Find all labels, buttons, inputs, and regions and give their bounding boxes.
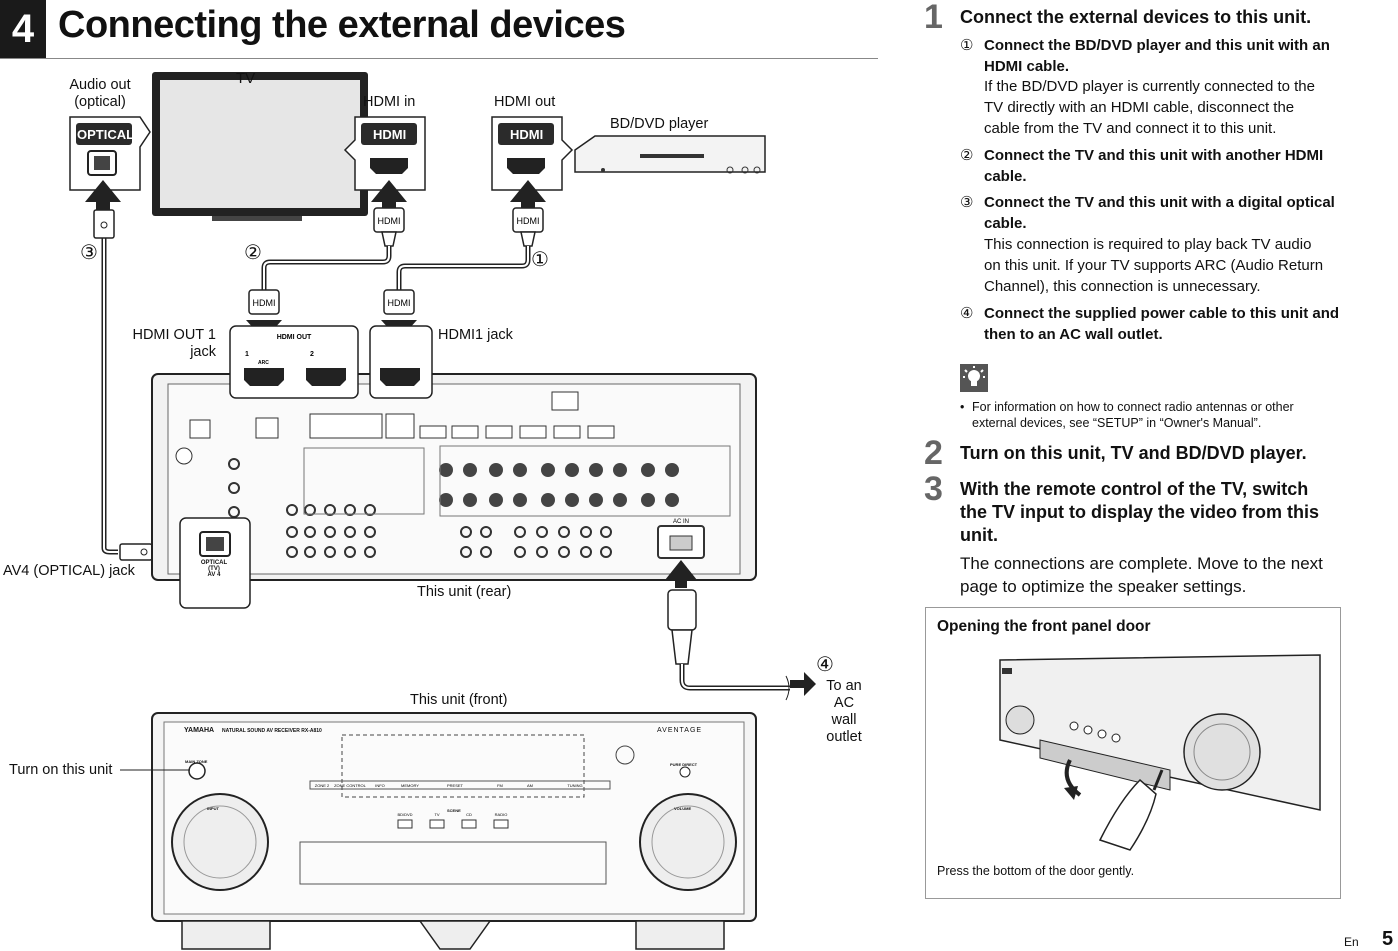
marker-1: ①	[531, 249, 549, 271]
step-2-number: 2	[924, 434, 943, 472]
hdmi-out-rear-callout: HDMI OUT 1 2 ARC	[229, 325, 433, 399]
main-zone-label: MAIN ZONE	[185, 759, 208, 764]
front-control-label: ZONE CONTROL	[334, 783, 367, 788]
front-control-label: FM	[497, 783, 503, 788]
bd-player-label: BD/DVD player	[610, 116, 709, 132]
svg-text:HDMI: HDMI	[388, 298, 411, 308]
lightbulb-icon	[960, 364, 988, 392]
front-control-label: AM	[527, 783, 533, 788]
turn-on-label: Turn on this unit	[9, 762, 113, 778]
step-1-item-2-mark: ②	[960, 147, 974, 164]
front-control-label: TUNING	[567, 783, 582, 788]
volume-label: VOLUME	[674, 806, 692, 811]
step-3-paragraph: The connections are complete. Move to th…	[960, 554, 1323, 596]
scene-button-label: CD	[466, 812, 472, 817]
step-1-item-2-title: Connect the TV and this unit with anothe…	[984, 147, 1324, 185]
optical-badge: OPTICAL	[77, 127, 135, 142]
front-unit-label: This unit (front)	[410, 692, 508, 708]
step-1-item-3-mark: ③	[960, 194, 974, 211]
step-3-number: 3	[924, 470, 943, 508]
svg-text:HDMI: HDMI	[517, 216, 540, 226]
pure-direct-label: PURE DIRECT	[670, 762, 698, 767]
unit-rear: AC IN	[151, 373, 757, 581]
audio-out-label: Audio out(optical)	[69, 77, 131, 110]
step-1-item-1-title: Connect the BD/DVD player and this unit …	[984, 37, 1330, 75]
optical-rear-callout	[179, 517, 251, 609]
input-label: INPUT	[207, 806, 219, 811]
scene-label: SCENE	[447, 808, 461, 813]
front-control-label: PRESET	[447, 783, 464, 788]
front-logo: AVENTAGE	[657, 727, 703, 734]
front-model: NATURAL SOUND AV RECEIVER RX-A810	[222, 728, 322, 734]
marker-3: ③	[80, 242, 98, 264]
hdmi-in-badge: HDMI	[373, 127, 407, 142]
svg-text:HDMI: HDMI	[378, 216, 401, 226]
step-1-item-1-desc: If the BD/DVD player is currently connec…	[984, 78, 1315, 137]
hdmi-out-badge: HDMI	[510, 127, 544, 142]
front-brand: YAMAHA	[184, 727, 215, 734]
step-1-item-4-mark: ④	[960, 305, 974, 322]
scene-button-label: TV	[434, 812, 439, 817]
tip-bullet: •	[960, 400, 965, 414]
marker-4: ④	[816, 654, 834, 676]
power-cable	[665, 560, 816, 701]
hdmi-out-callout	[491, 116, 574, 191]
connection-diagram: HDMI HDMI HDMI HDMI	[69, 72, 816, 950]
step-3-title: With the remote control of the TV, switc…	[960, 479, 1320, 545]
svg-text:ARC: ARC	[258, 360, 269, 366]
front-control-label: ZONE 2	[315, 783, 330, 788]
panel-title: Opening the front panel door	[937, 618, 1151, 635]
title-rule	[0, 58, 878, 59]
rear-unit-label: This unit (rear)	[417, 584, 512, 600]
step-1-title: Connect the external devices to this uni…	[960, 7, 1312, 27]
panel-caption: Press the bottom of the door gently.	[937, 864, 1135, 878]
svg-text:2: 2	[310, 351, 314, 358]
tv-illustration	[152, 72, 368, 221]
hdmi-plugs-top: HDMI HDMI	[373, 207, 544, 247]
step-1-item-3-desc: This connection is required to play back…	[984, 236, 1324, 295]
step-2-title: Turn on this unit, TV and BD/DVD player.	[960, 443, 1307, 463]
step-1-item-4-title: Connect the supplied power cable to this…	[984, 305, 1340, 343]
hdmi-in-callout	[343, 116, 426, 191]
step-1-item-3-title: Connect the TV and this unit with a digi…	[984, 194, 1335, 232]
svg-text:HDMI OUT: HDMI OUT	[277, 334, 312, 341]
section-number: 4	[0, 0, 46, 58]
svg-text:HDMI: HDMI	[253, 298, 276, 308]
svg-text:1: 1	[245, 351, 249, 358]
front-door-illustration	[999, 654, 1321, 851]
tip-text: For information on how to connect radio …	[972, 400, 1294, 430]
front-control-label: MEMORY	[401, 783, 419, 788]
bd-player-illustration	[574, 135, 766, 174]
step-1-item-1-mark: ①	[960, 37, 974, 54]
optical-tv-av4-label: OPTICAL(TV)AV 4	[200, 560, 228, 578]
scene-button-label: BD/DVD	[397, 812, 412, 817]
tv-label: TV	[236, 70, 256, 87]
page-title: Connecting the external devices	[58, 4, 626, 46]
hdmi-out-label: HDMI out	[494, 94, 556, 110]
svg-text:AC IN: AC IN	[673, 519, 689, 525]
marker-2: ②	[244, 242, 262, 264]
scene-button-label: RADIO	[495, 812, 508, 817]
av4-optical-jack-label: AV4 (OPTICAL) jack	[3, 563, 135, 579]
front-control-label: INFO	[375, 783, 385, 788]
page-number: 5	[1382, 928, 1394, 950]
hdmi1-jack-label: HDMI1 jack	[438, 327, 513, 343]
optical-callout	[69, 116, 151, 191]
hdmi-in-label: HDMI in	[363, 94, 416, 110]
unit-front	[151, 712, 757, 950]
language-label: En	[1344, 935, 1359, 949]
step-1-number: 1	[924, 0, 943, 36]
